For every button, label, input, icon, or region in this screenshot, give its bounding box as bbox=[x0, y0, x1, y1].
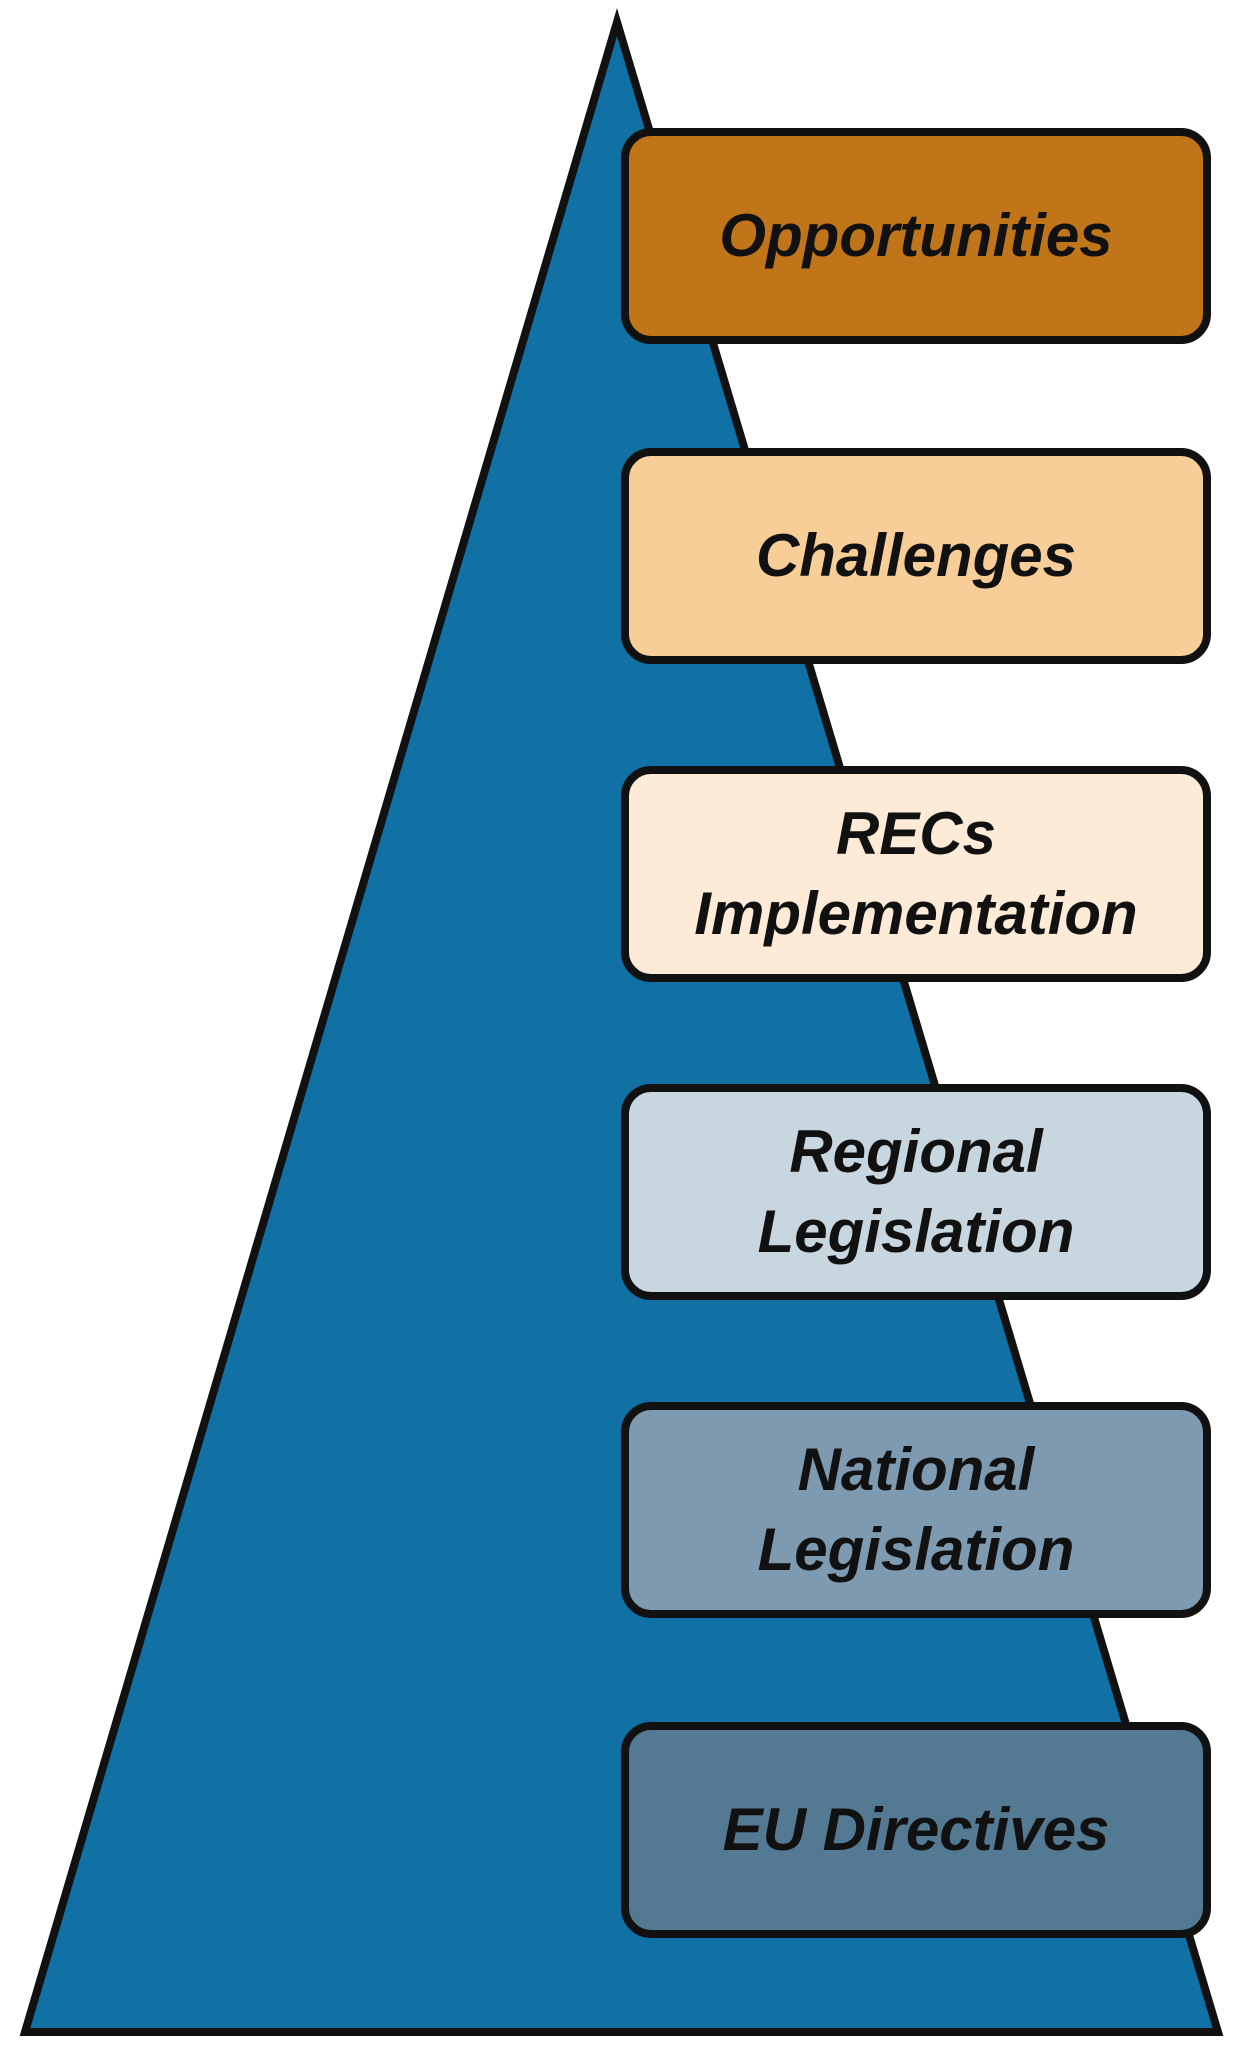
level-label: Opportunities bbox=[719, 202, 1113, 269]
level-label: National Legislation bbox=[757, 1436, 1075, 1583]
level-box-regional-legislation: Regional Legislation bbox=[621, 1084, 1211, 1300]
level-label: EU Directives bbox=[722, 1796, 1110, 1863]
level-box-recs-implementation: RECs Implementation bbox=[621, 766, 1211, 982]
level-label: RECs Implementation bbox=[694, 800, 1138, 947]
level-box-challenges: Challenges bbox=[621, 448, 1211, 664]
level-box-opportunities: Opportunities bbox=[621, 128, 1211, 344]
level-box-national-legislation: National Legislation bbox=[621, 1402, 1211, 1618]
level-label: Challenges bbox=[755, 522, 1077, 589]
level-box-eu-directives: EU Directives bbox=[621, 1722, 1211, 1938]
level-label: Regional Legislation bbox=[757, 1118, 1075, 1265]
